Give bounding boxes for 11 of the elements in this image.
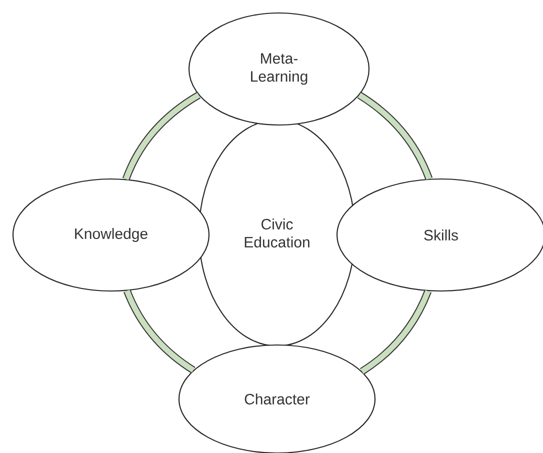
ellipse-node: Knowledge [12, 178, 210, 292]
ellipse-node: Civic Education [198, 119, 356, 347]
ring-arc [124, 289, 196, 374]
node-label: Character [244, 393, 310, 404]
ellipse-node: Character [178, 344, 376, 453]
ring-arc [357, 92, 433, 180]
ellipse-node: Meta-Learning [188, 12, 370, 126]
node-label: Skills [424, 229, 458, 240]
ring-arc [360, 290, 432, 375]
ring-arc [122, 92, 201, 180]
ellipse-node: Skills [336, 178, 543, 292]
